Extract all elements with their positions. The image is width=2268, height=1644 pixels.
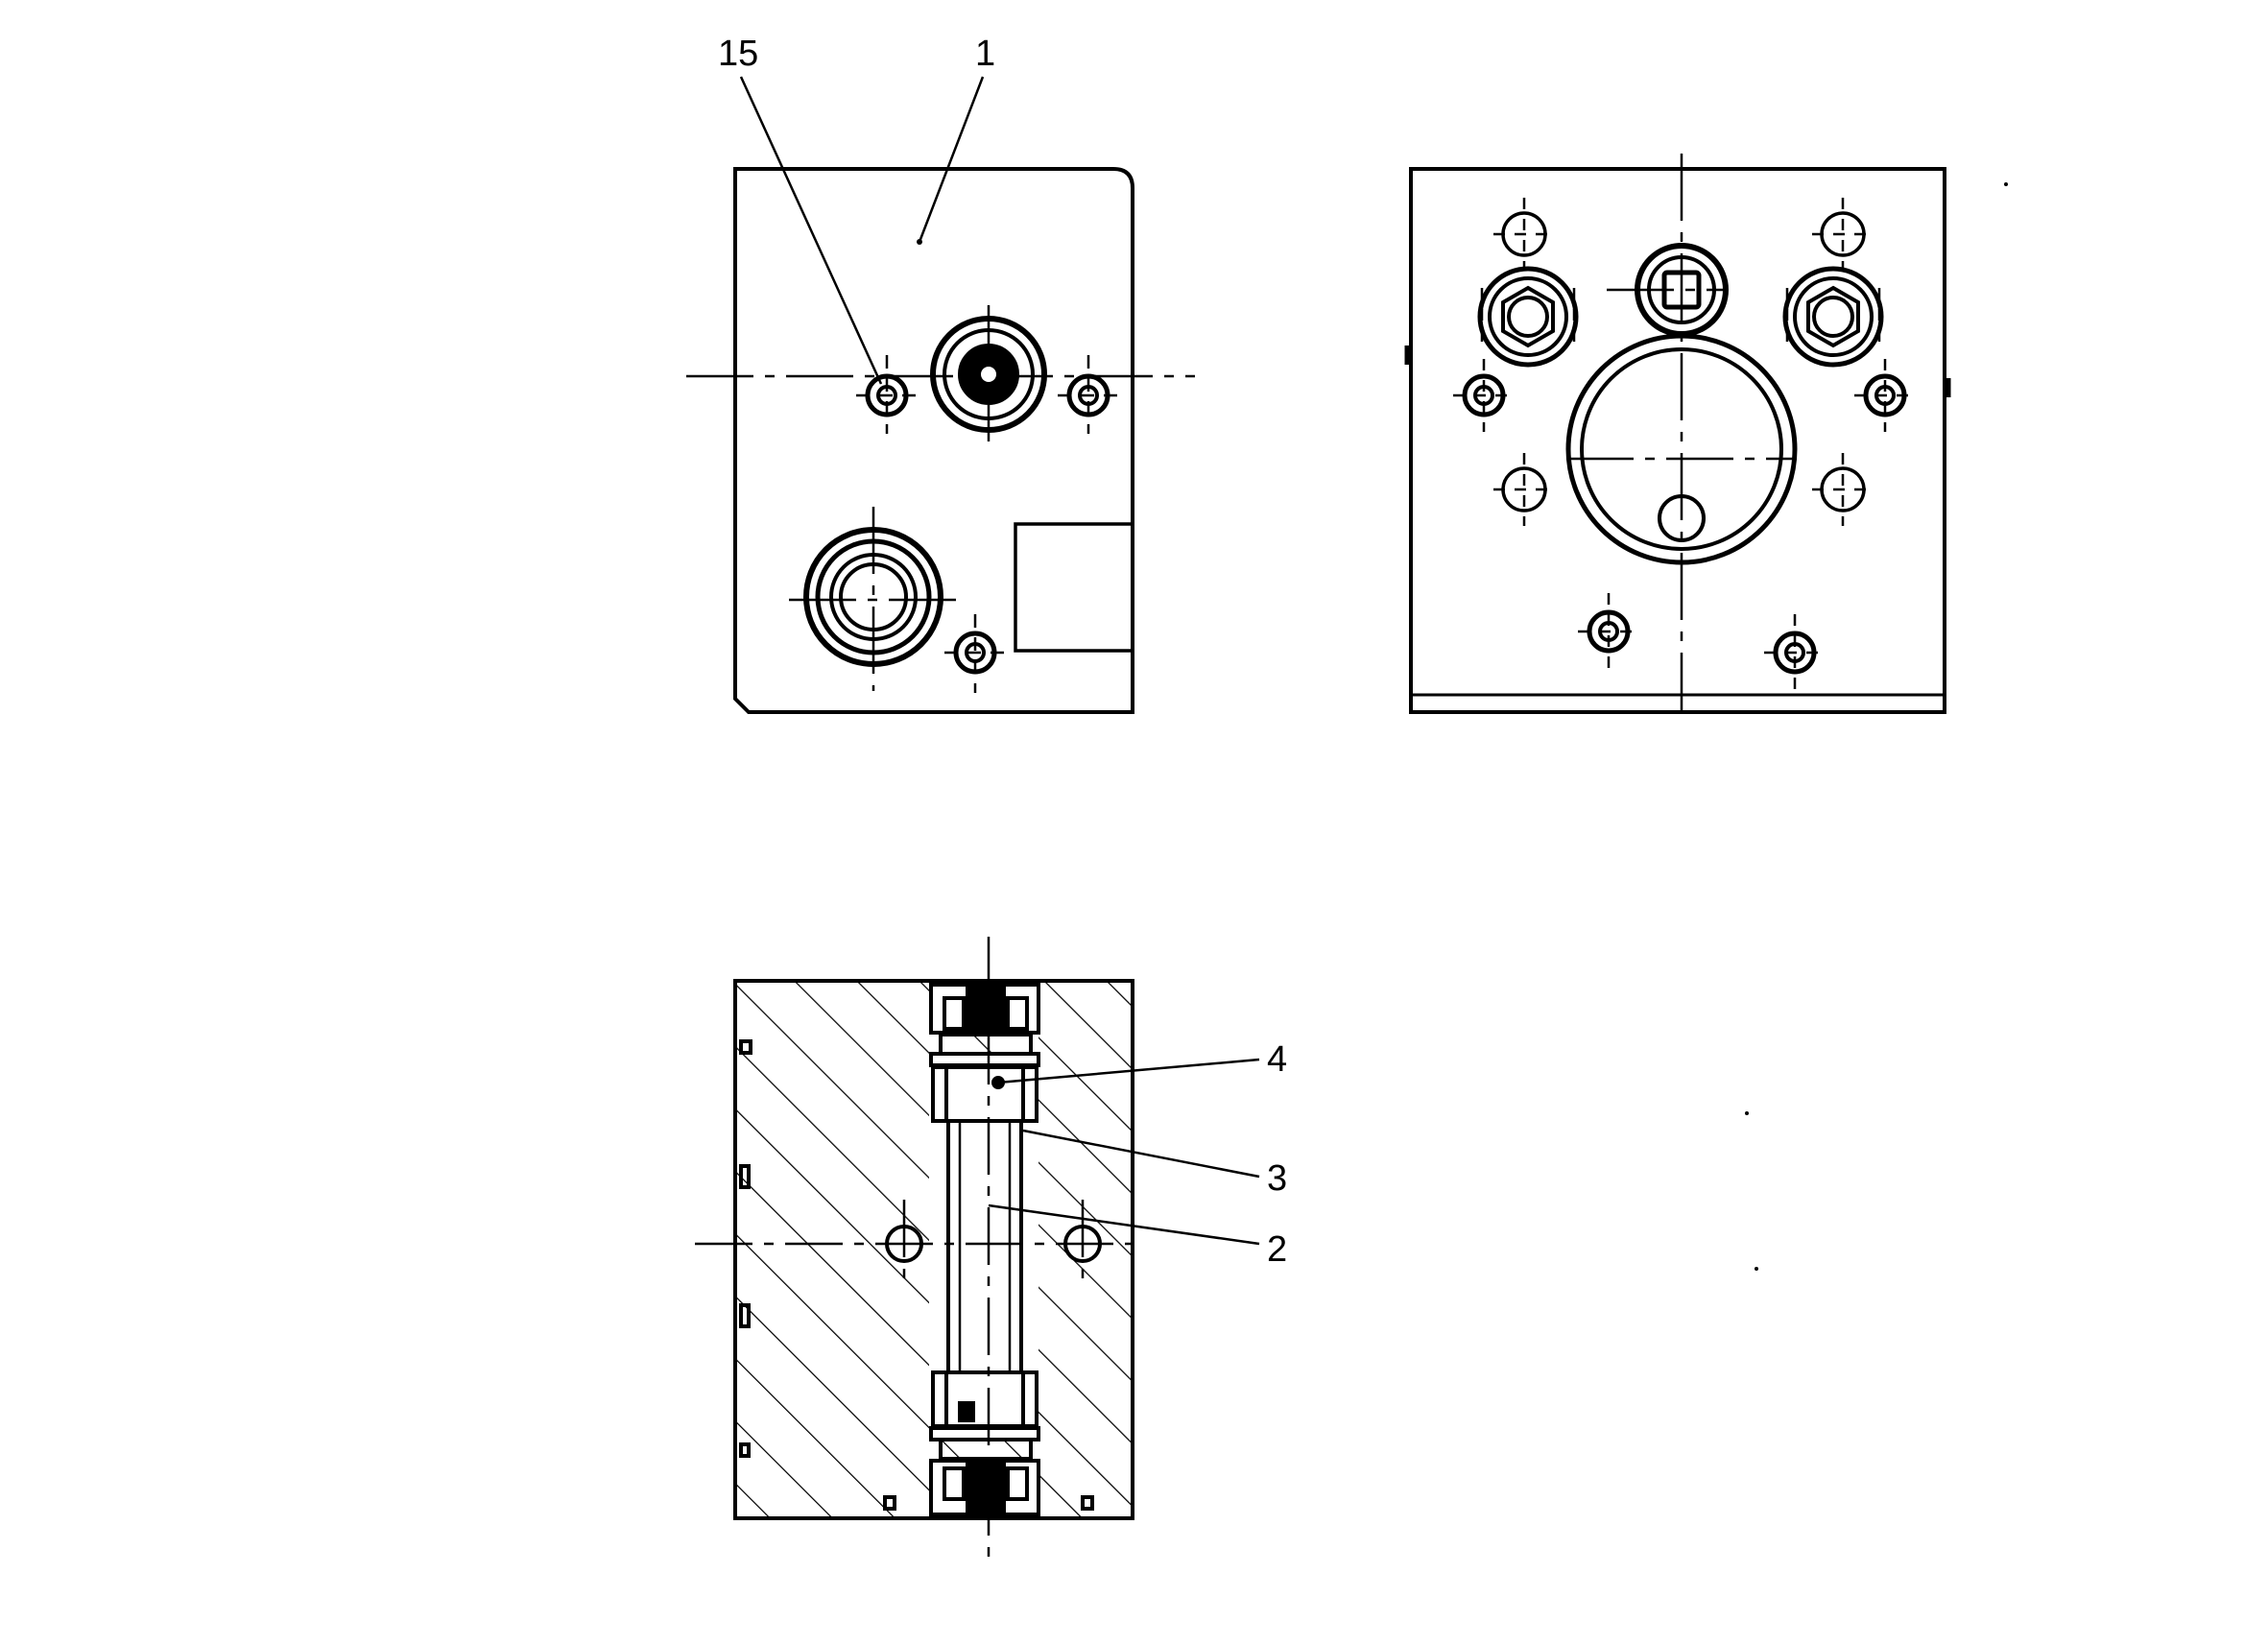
side-view-outline <box>1409 167 1946 714</box>
front-upper-port <box>930 316 1047 433</box>
section-sight-tube <box>946 1119 1023 1374</box>
side-threaded-holes <box>1462 373 1907 675</box>
side-right-port <box>1782 266 1884 368</box>
front-view-outline <box>733 167 1134 714</box>
leader-3 <box>1022 1129 1260 1179</box>
section-view <box>695 937 1142 1562</box>
section-bottom-fitting <box>929 1426 1040 1520</box>
scan-specks <box>1745 182 2008 1271</box>
leader-2 <box>988 1203 1260 1246</box>
front-lower-port <box>803 527 943 667</box>
section-upper-sleeve <box>931 1065 1039 1123</box>
callout-1: 1 <box>975 34 995 74</box>
section-lower-sleeve <box>931 1370 1039 1428</box>
callout-2: 2 <box>1267 1229 1287 1270</box>
front-rect-pad <box>1014 522 1134 653</box>
side-view <box>1404 154 1951 714</box>
front-view <box>686 167 1195 714</box>
callouts: 15 1 4 3 2 <box>718 34 1287 1270</box>
section-top-fitting <box>929 979 1040 1067</box>
side-left-port <box>1477 266 1579 368</box>
leader-15 <box>739 76 883 385</box>
leader-1 <box>918 76 985 243</box>
side-top-port <box>1635 243 1729 337</box>
callout-4: 4 <box>1267 1039 1287 1080</box>
side-view-centerlines <box>1566 154 1795 712</box>
callout-3: 3 <box>1267 1158 1287 1199</box>
section-view-outline <box>733 979 1134 1520</box>
section-centerlines <box>695 937 1142 1562</box>
leader-4 <box>997 1058 1260 1084</box>
section-side-notches <box>739 1039 1094 1511</box>
leader-lines <box>739 76 1260 1246</box>
callout-15: 15 <box>718 34 758 74</box>
front-view-centerlines <box>686 305 1195 691</box>
